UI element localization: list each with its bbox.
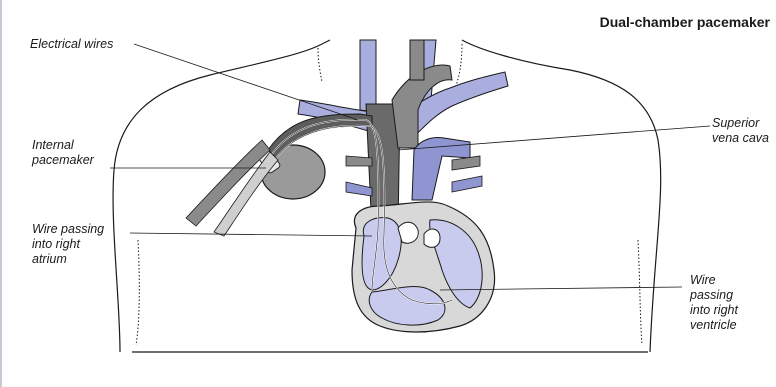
- label-wire-right-atrium: Wire passing into right atrium: [32, 222, 104, 267]
- label-superior-vena-cava: Superior vena cava: [712, 116, 769, 146]
- left-shoulder-dots: [136, 240, 139, 345]
- aorta-branch-top: [410, 40, 424, 80]
- label-wire-right-ventricle: Wire passing into right ventricle: [690, 273, 738, 333]
- label-line: atrium: [32, 252, 104, 267]
- pulmonary-vein-left: [346, 182, 372, 196]
- pulmonary-vein-right: [452, 176, 482, 192]
- label-electrical-wires-line: Electrical wires: [30, 37, 113, 52]
- vein-left-jugular: [360, 40, 376, 112]
- vessel-stub-left: [346, 156, 372, 166]
- vessel-stub-right: [452, 156, 480, 170]
- label-line: vena cava: [712, 131, 769, 146]
- label-line: passing: [690, 288, 738, 303]
- label-line: pacemaker: [32, 153, 94, 168]
- label-line: Superior: [712, 116, 769, 131]
- label-line: Wire: [690, 273, 738, 288]
- label-internal-pacemaker: Internal pacemaker: [32, 138, 94, 168]
- diagram-title: Dual-chamber pacemaker: [600, 14, 770, 30]
- label-line: Wire passing: [32, 222, 104, 237]
- neck-dots-left: [318, 48, 322, 82]
- label-electrical-wires: Electrical wires: [30, 37, 113, 52]
- leader-electrical-wires: [134, 44, 358, 120]
- neck-dots-right: [456, 44, 462, 86]
- label-line: into right: [32, 237, 104, 252]
- leader-wire-right-atrium: [130, 233, 372, 236]
- label-line: into right: [690, 303, 738, 318]
- right-shoulder-dots: [638, 240, 642, 345]
- label-line: ventricle: [690, 318, 738, 333]
- label-line: Internal: [32, 138, 94, 153]
